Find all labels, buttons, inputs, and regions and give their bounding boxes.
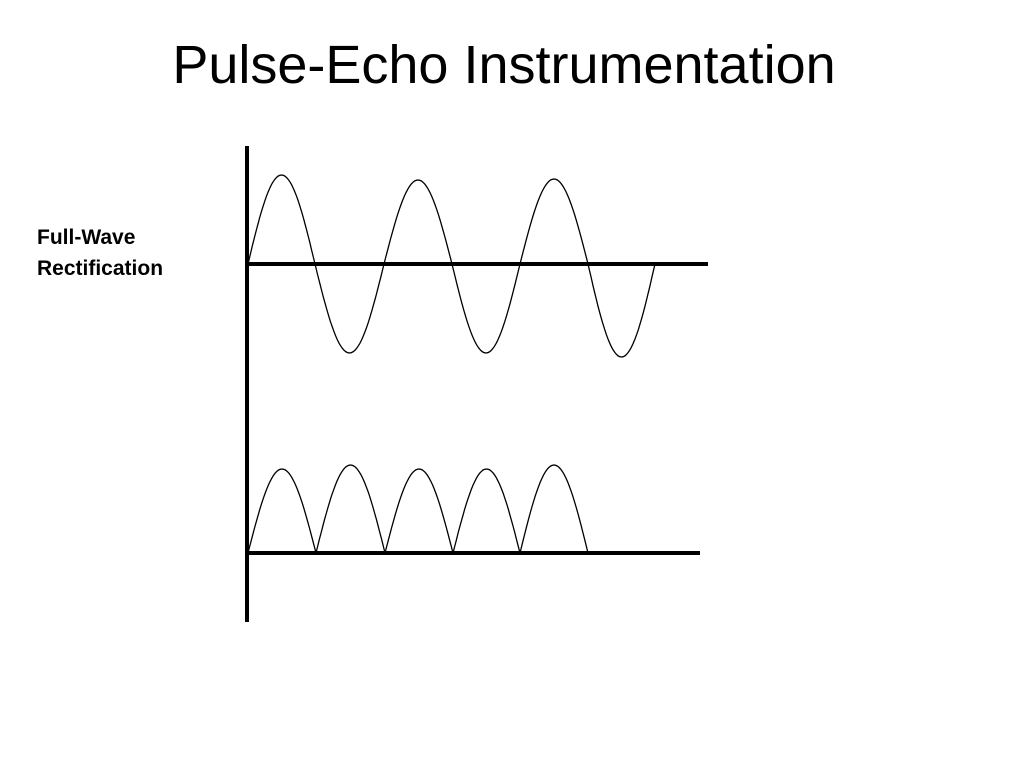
rectified-output-wave <box>247 464 589 554</box>
slide-title: Pulse-Echo Instrumentation <box>172 35 836 95</box>
label-line-2: Rectification <box>37 257 164 280</box>
input-sine-wave <box>247 174 656 358</box>
label-line-1: Full-Wave <box>37 226 136 249</box>
rectification-label: Full-Wave Rectification <box>37 222 163 284</box>
